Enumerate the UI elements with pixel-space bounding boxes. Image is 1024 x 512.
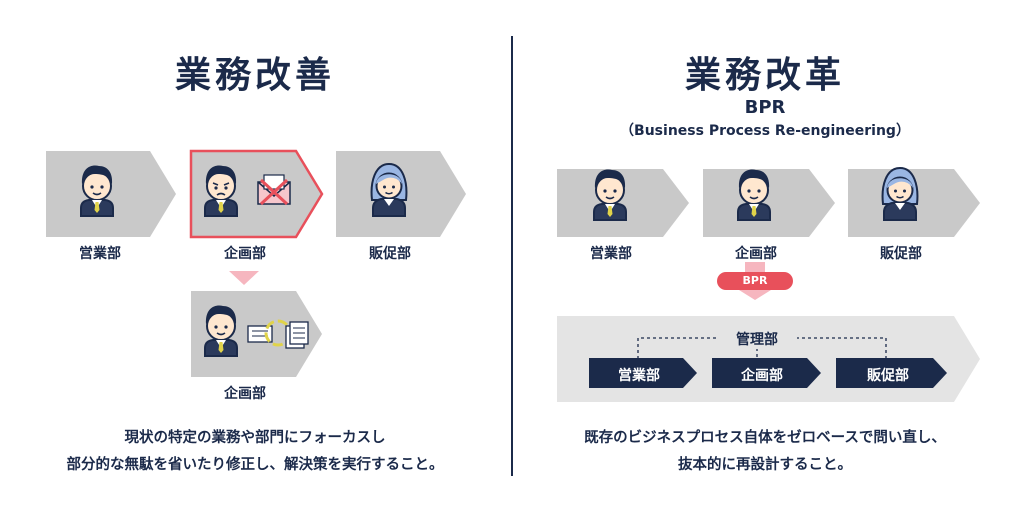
left-description: 現状の特定の業務や部門にフォーカスし 部分的な無駄を省いたり修正し、解決策を実行… (20, 425, 490, 479)
label-planning-left: 企画部 (224, 246, 266, 262)
right-subtitle: BPR (744, 97, 786, 118)
management-label: 管理部 (717, 329, 797, 349)
right-subtitle-full: （Business Process Re-engineering） (620, 123, 910, 139)
mail-error-icon (257, 174, 291, 206)
right-title: 業務改革 (684, 55, 845, 96)
document-cycle-icon (247, 319, 309, 349)
label-sales-right: 営業部 (590, 246, 632, 262)
dept-arrow-planning (712, 358, 821, 388)
label-promo-left: 販促部 (369, 246, 411, 262)
left-description-line-1: 現状の特定の業務や部門にフォーカスし (124, 430, 386, 446)
chevron-sales-right (557, 169, 689, 237)
dept-arrow-sales (589, 358, 697, 388)
right-description-line-1: 既存のビジネスプロセス自体をゼロベースで問い直し、 (584, 430, 946, 446)
down-arrow-icon (229, 271, 259, 285)
right-description-line-2: 抜本的に再設計すること。 (678, 457, 852, 473)
bpr-badge: BPR (717, 272, 793, 290)
chevron-planning-right (703, 169, 835, 237)
center-divider (511, 36, 513, 476)
label-planning-bottom: 企画部 (224, 386, 266, 402)
dept-label-sales: 営業部 (618, 368, 660, 384)
label-sales-left: 営業部 (79, 246, 121, 262)
dept-label-promo: 販促部 (867, 368, 909, 384)
left-description-line-2: 部分的な無駄を省いたり修正し、解決策を実行すること。 (66, 457, 444, 473)
dept-label-planning: 企画部 (741, 368, 783, 384)
chevron-sales-left (46, 151, 176, 237)
label-promo-right: 販促部 (880, 246, 922, 262)
left-title: 業務改善 (174, 55, 335, 96)
right-description: 既存のビジネスプロセス自体をゼロベースで問い直し、 抜本的に再設計すること。 (530, 425, 1000, 479)
dept-arrow-promo (836, 358, 947, 388)
label-planning-right: 企画部 (735, 246, 777, 262)
